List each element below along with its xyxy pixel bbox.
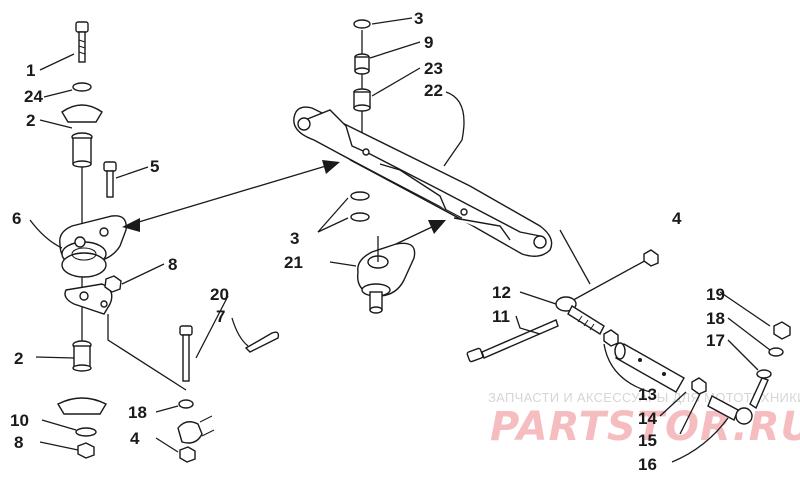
part-plate-bottom	[57, 397, 107, 415]
callout-13: 13	[638, 385, 657, 404]
part-nut-19	[773, 321, 791, 340]
callout-2: 2	[26, 111, 35, 130]
part-nut-15	[691, 377, 707, 395]
part-bushing-2-bottom	[72, 340, 92, 372]
callout-3: 3	[290, 229, 299, 248]
part-washer-24	[72, 82, 92, 92]
tie-rod-assembly	[466, 229, 791, 463]
part-bushing-2-top	[71, 132, 93, 168]
callout-19: 19	[706, 285, 725, 304]
part-nut-8-top	[104, 275, 122, 293]
part-cotter-pin-7	[244, 331, 280, 353]
callout-17: 17	[706, 331, 725, 350]
part-nut-13	[603, 329, 619, 347]
callout-8: 8	[168, 255, 177, 274]
part-bolt-11	[466, 319, 559, 363]
part-tie-rod-end-12	[555, 296, 605, 336]
callout-16: 16	[638, 455, 657, 474]
part-pivot-bracket-6	[59, 215, 127, 315]
part-washer-3-top	[353, 19, 371, 29]
callout-22: 22	[424, 81, 443, 100]
callout-7: 7	[216, 307, 225, 326]
callout-10: 10	[10, 411, 29, 430]
callout-8: 8	[14, 433, 23, 452]
callout-4: 4	[672, 209, 682, 228]
part-bolt-1	[75, 21, 89, 63]
callout-9: 9	[424, 33, 433, 52]
part-arm-22	[293, 91, 553, 257]
callout-20: 20	[210, 285, 229, 304]
part-bolt-5	[103, 161, 117, 198]
part-plate-top	[61, 104, 103, 123]
part-nut-4-right	[643, 249, 659, 267]
callout-11: 11	[492, 307, 510, 326]
callout-5: 5	[150, 157, 159, 176]
callout-2: 2	[14, 349, 23, 368]
part-washer-10	[75, 427, 97, 437]
callout-21: 21	[284, 253, 303, 272]
callout-1: 1	[26, 61, 35, 80]
callout-18: 18	[706, 309, 725, 328]
callout-23: 23	[424, 59, 443, 78]
part-washer-17	[756, 369, 772, 379]
part-nut-8-bottom	[77, 442, 95, 459]
callout-4: 4	[130, 429, 140, 448]
part-ball-joint-16	[707, 377, 769, 425]
callout-24: 24	[24, 87, 43, 106]
part-washer-18-right	[768, 347, 784, 357]
part-spacer-23	[353, 88, 371, 112]
part-adjuster-14	[614, 342, 685, 393]
part-washer-3-a	[350, 191, 370, 201]
left-assembly	[29, 21, 187, 459]
lower-washers-3	[317, 191, 370, 233]
callout-15: 15	[638, 431, 657, 450]
callout-12: 12	[492, 283, 511, 302]
arrows	[122, 160, 446, 245]
part-bolt-20	[179, 325, 193, 382]
callout-6: 6	[12, 209, 21, 228]
top-stack	[353, 17, 421, 165]
part-pivot-21	[329, 236, 416, 314]
part-bushing-center	[177, 421, 203, 444]
part-spacer-9	[354, 53, 370, 75]
callouts: 1 24 2 5 6 8 2 10 8 3 9 23 22 3 21 20 7 …	[10, 9, 725, 474]
part-nut-4-left	[179, 446, 196, 463]
part-washer-3-b	[350, 212, 370, 222]
callout-3: 3	[414, 9, 423, 28]
center-small-parts	[155, 295, 280, 463]
part-washer-18-left	[178, 399, 194, 409]
callout-14: 14	[638, 409, 657, 428]
callout-18: 18	[128, 403, 147, 422]
